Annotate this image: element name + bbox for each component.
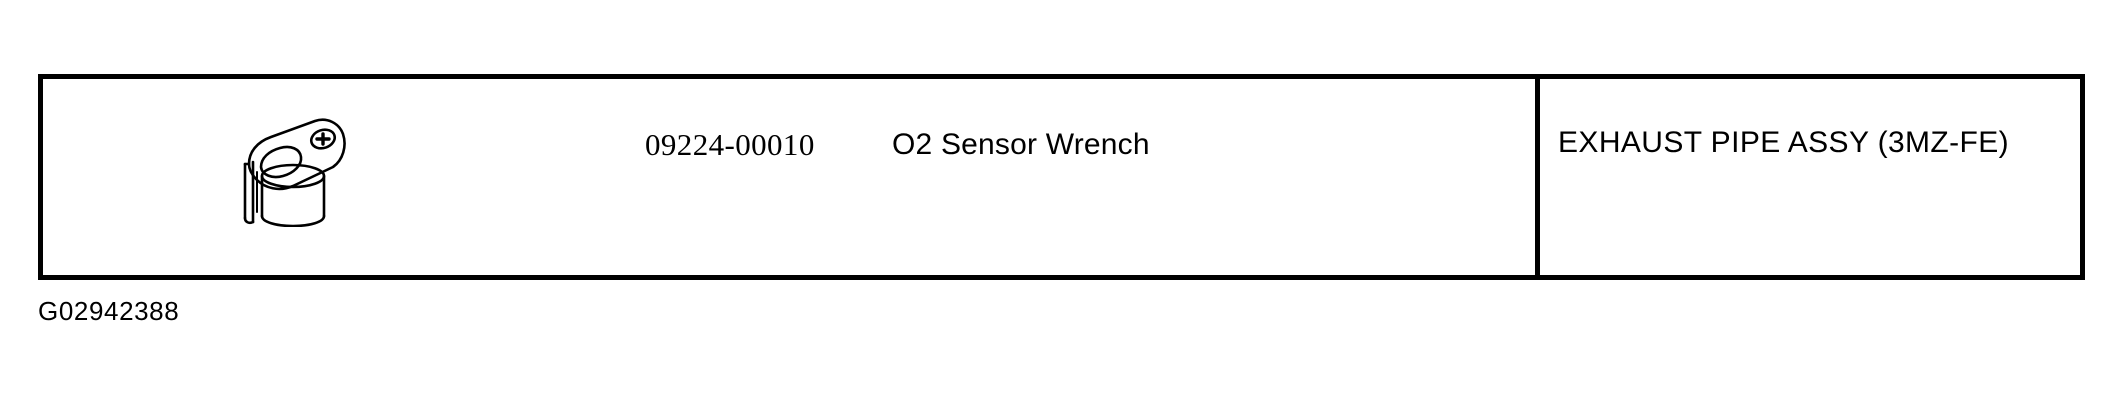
table-cell-tool: 09224-00010 O2 Sensor Wrench [43,79,1540,275]
tool-part-number: 09224-00010 [645,127,815,162]
tool-name: O2 Sensor Wrench [892,128,1150,161]
o2-sensor-wrench-illustration [231,112,361,227]
sst-table: 09224-00010 O2 Sensor Wrench EXHAUST PIP… [38,74,2085,280]
table-cell-application: EXHAUST PIPE ASSY (3MZ-FE) [1540,79,2080,275]
figure-caption: G02942388 [38,296,180,326]
application-text: EXHAUST PIPE ASSY (3MZ-FE) [1558,126,2010,159]
